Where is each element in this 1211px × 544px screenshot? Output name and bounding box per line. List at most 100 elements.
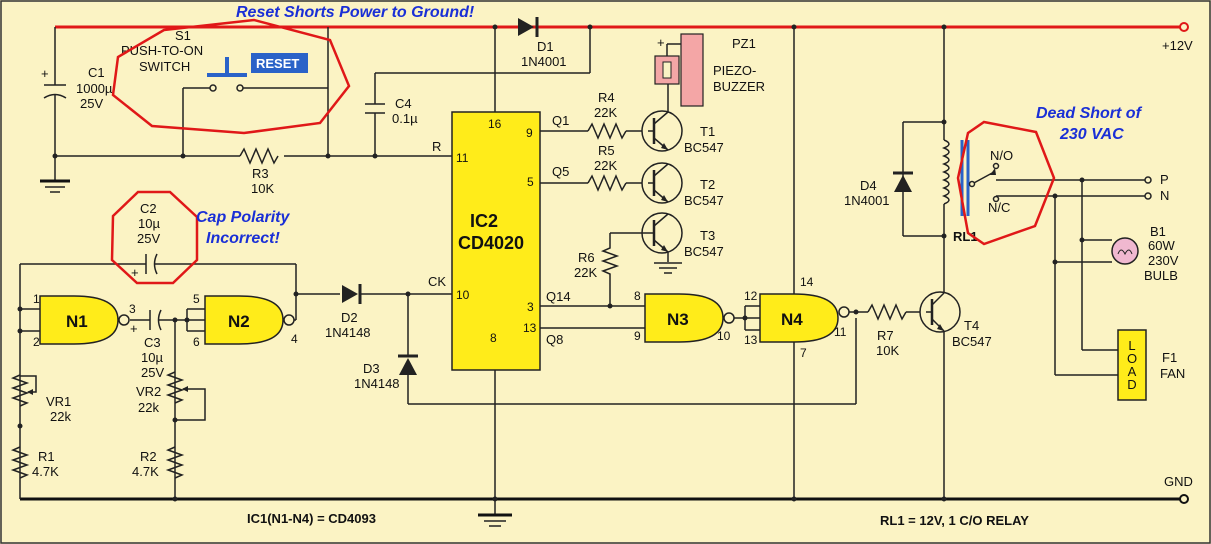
n1-pin-out: 3: [129, 302, 136, 316]
c2-capacitor: [20, 253, 296, 275]
cap-note-line1: Cap Polarity: [196, 209, 290, 226]
ic2-pin13: 13: [523, 321, 537, 335]
c3-capacitor: [130, 309, 205, 331]
gnd-label: GND: [1164, 474, 1193, 489]
vr2-potentiometer: [165, 371, 206, 421]
d3-ref: D3: [363, 361, 380, 376]
f1-desc: FAN: [1160, 366, 1185, 381]
r2-value: 4.7K: [132, 464, 159, 479]
b1-desc: BULB: [1144, 268, 1178, 283]
c4-ref: C4: [395, 96, 412, 111]
n1-label: N1: [66, 312, 88, 331]
vr2-ref: VR2: [136, 384, 161, 399]
ic2-label-ck: CK: [428, 274, 446, 289]
reset-note: Reset Shorts Power to Ground!: [236, 4, 475, 21]
r6-resistor: [600, 233, 620, 306]
r5-value: 22K: [594, 158, 617, 173]
pz1-ref: PZ1: [732, 36, 756, 51]
r5-resistor: [587, 174, 627, 192]
t4-ref: T4: [964, 318, 979, 333]
ic2-pin11: 11: [456, 151, 469, 165]
d1-diode: [518, 17, 539, 37]
ic2-pin9: 9: [526, 126, 533, 140]
n3-pin-a: 8: [634, 289, 641, 303]
t4-transistor: [919, 236, 961, 499]
vr1-ref: VR1: [46, 394, 71, 409]
ic2-name: IC2: [470, 211, 498, 231]
s1-desc1: PUSH-TO-ON: [121, 43, 203, 58]
c4-value: 0.1µ: [392, 111, 418, 126]
n4-pin-b: 13: [744, 333, 758, 347]
c1-ref: C1: [88, 65, 105, 80]
d2-ref: D2: [341, 310, 358, 325]
c2-ref: C2: [140, 201, 157, 216]
r4-ref: R4: [598, 90, 615, 105]
pz1-desc1: PIEZO-: [713, 63, 756, 78]
t1-transistor: [641, 110, 683, 152]
d3-diode: [398, 294, 857, 405]
d4-part: 1N4001: [844, 193, 890, 208]
r4-resistor: [587, 122, 627, 140]
c3-rating: 25V: [141, 365, 164, 380]
d1-ref: D1: [537, 39, 554, 54]
ic2-pin16: 16: [488, 117, 502, 131]
r1-resistor: [10, 446, 30, 479]
r6-ref: R6: [578, 250, 595, 265]
r3-resistor: [239, 147, 279, 165]
n4-pin-out: 11: [834, 325, 847, 339]
c3-polarity: +: [130, 321, 138, 336]
n1-pin-b: 2: [33, 335, 40, 349]
r4-value: 22K: [594, 105, 617, 120]
s1-desc2: SWITCH: [139, 59, 190, 74]
t2-ref: T2: [700, 177, 715, 192]
vcc-rail: [55, 22, 1189, 32]
t2-part: BC547: [684, 193, 724, 208]
n2-label: N2: [228, 312, 250, 331]
gnd-rail: [20, 494, 1189, 504]
reset-button[interactable]: RESET: [251, 53, 308, 73]
c3-value: 10µ: [141, 350, 163, 365]
ic2-label-q1: Q1: [552, 113, 569, 128]
n4-pin-vdd: 14: [800, 275, 814, 289]
ic2-pin8: 8: [490, 331, 497, 345]
ground-left: [40, 156, 70, 193]
cap-note-line2: Incorrect!: [206, 230, 280, 247]
c3-ref: C3: [144, 335, 161, 350]
vr2-value: 22k: [138, 400, 159, 415]
t4-part: BC547: [952, 334, 992, 349]
mains-p: P: [1160, 172, 1169, 187]
c1-capacitor: [43, 27, 67, 156]
footer-relay: RL1 = 12V, 1 C/O RELAY: [880, 513, 1029, 528]
c1-value: 1000µ: [76, 81, 113, 96]
t3-part: BC547: [684, 244, 724, 259]
d2-part: 1N4148: [325, 325, 371, 340]
t1-part: BC547: [684, 140, 724, 155]
n1-gate: [39, 295, 130, 345]
ground-bottom: [478, 499, 512, 527]
ic2-label-r: R: [432, 139, 441, 154]
short-note-line2: 230 VAC: [1059, 126, 1124, 143]
t3-ref: T3: [700, 228, 715, 243]
reset-button-label: RESET: [256, 56, 299, 71]
c1-polarity: +: [41, 66, 49, 81]
s1-switch: [182, 27, 329, 156]
ic2-pin3: 3: [527, 300, 534, 314]
mains-wiring: [996, 176, 1152, 376]
c1-rating: 25V: [80, 96, 103, 111]
ic2-pin5: 5: [527, 175, 534, 189]
d1-part: 1N4001: [521, 54, 567, 69]
f1-ref: F1: [1162, 350, 1177, 365]
n2-pin-b: 6: [193, 335, 200, 349]
r3-value: 10K: [251, 181, 274, 196]
n2-pin-a: 5: [193, 292, 200, 306]
rl1-ref: RL1: [953, 229, 978, 244]
f1-load-d: D: [1127, 377, 1136, 392]
short-highlight-ring: [956, 120, 1056, 246]
short-note-line1: Dead Short of: [1036, 105, 1143, 122]
f1-load-o: O: [1127, 351, 1137, 366]
d4-diode: [893, 171, 913, 192]
cap-highlight-ring: [110, 190, 199, 285]
ic2-body: [451, 111, 541, 371]
r1-ref: R1: [38, 449, 55, 464]
